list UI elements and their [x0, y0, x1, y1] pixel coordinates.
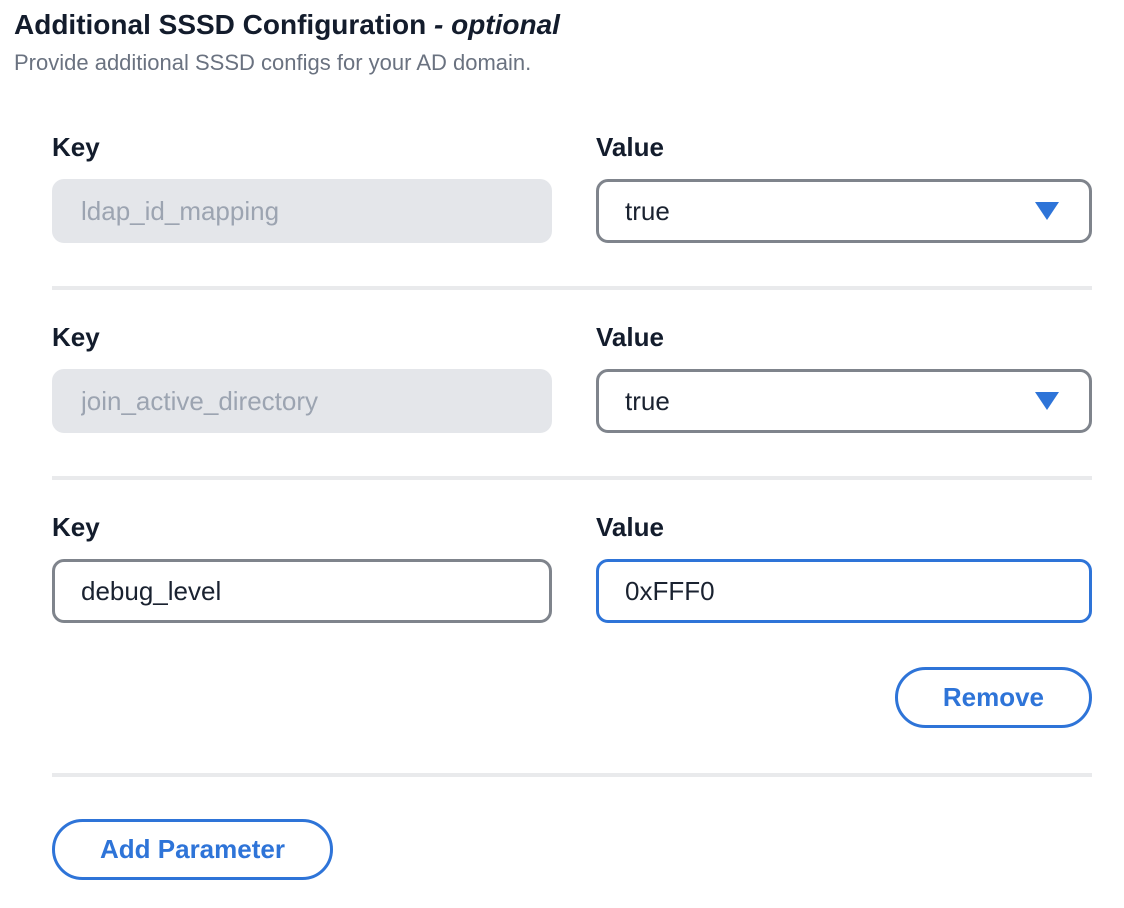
value-field: Value: [596, 513, 1092, 623]
select-selected-value: true: [625, 195, 670, 226]
add-parameter-button[interactable]: Add Parameter: [52, 819, 333, 880]
row-divider: [52, 476, 1092, 480]
key-label: Key: [52, 132, 100, 162]
value-input[interactable]: [596, 559, 1092, 623]
remove-button-row: Remove: [52, 667, 1092, 728]
key-label: Key: [52, 512, 100, 542]
key-field: Key: [52, 323, 552, 433]
value-label: Value: [596, 512, 664, 542]
parameters-form: Key Value true Key Value true: [52, 133, 1092, 880]
value-label: Value: [596, 322, 664, 352]
section-header: Additional SSSD Configuration - optional…: [14, 8, 1124, 77]
add-parameter-row: Add Parameter: [52, 819, 1092, 880]
chevron-down-icon: [1035, 202, 1059, 220]
parameter-row: Key Value true: [52, 323, 1092, 433]
value-select[interactable]: true: [596, 179, 1092, 243]
select-selected-value: true: [625, 385, 670, 416]
key-input[interactable]: [52, 559, 552, 623]
key-input: [52, 179, 552, 243]
parameter-row: Key Value true: [52, 133, 1092, 243]
row-divider: [52, 286, 1092, 290]
page-title: Additional SSSD Configuration - optional: [14, 8, 1124, 42]
page-title-text: Additional SSSD Configuration: [14, 9, 427, 40]
value-label: Value: [596, 132, 664, 162]
sssd-configuration-section: Additional SSSD Configuration - optional…: [14, 8, 1124, 880]
remove-button[interactable]: Remove: [894, 667, 1092, 728]
value-select[interactable]: true: [596, 369, 1092, 433]
key-field: Key: [52, 513, 552, 623]
section-divider: [52, 773, 1092, 777]
value-field: Value true: [596, 323, 1092, 433]
parameter-row: Key Value: [52, 513, 1092, 623]
page-title-optional-flag: - optional: [433, 9, 560, 40]
key-label: Key: [52, 322, 100, 352]
section-description: Provide additional SSSD configs for your…: [14, 50, 532, 75]
value-field: Value true: [596, 133, 1092, 243]
chevron-down-icon: [1035, 392, 1059, 410]
key-field: Key: [52, 133, 552, 243]
key-input: [52, 369, 552, 433]
